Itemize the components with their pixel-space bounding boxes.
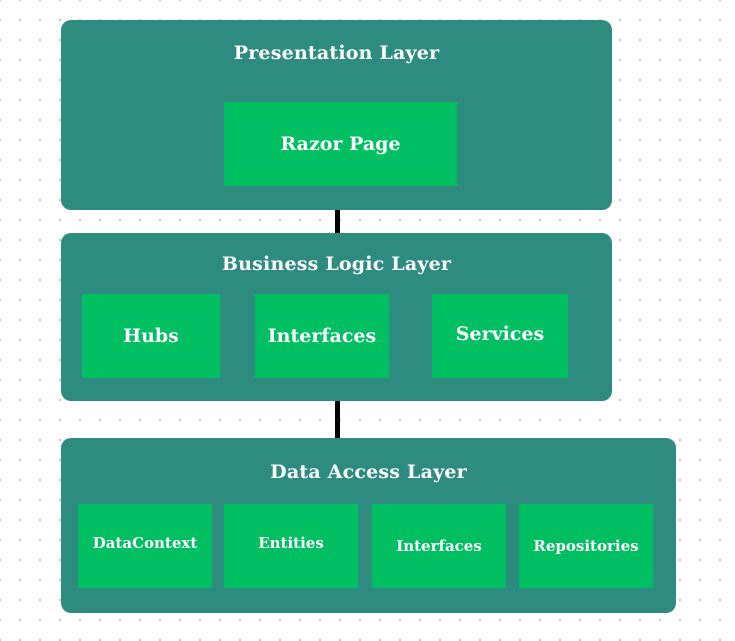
business-interfaces-box: Interfaces xyxy=(255,294,389,378)
entities-box: Entities xyxy=(224,504,358,588)
data-access-layer: Data Access Layer DataContext Entities I… xyxy=(61,438,676,613)
hubs-box: Hubs xyxy=(82,294,220,378)
repositories-box: Repositories xyxy=(519,504,653,588)
datacontext-box: DataContext xyxy=(78,504,212,588)
presentation-layer-title: Presentation Layer xyxy=(233,42,440,64)
data-access-layer-title: Data Access Layer xyxy=(270,461,467,483)
presentation-layer: Presentation Layer Razor Page xyxy=(61,20,612,210)
services-box: Services xyxy=(432,294,568,378)
business-logic-layer: Business Logic Layer Hubs Interfaces Ser… xyxy=(61,233,612,401)
razor-page-box: Razor Page xyxy=(224,102,457,186)
connector-presentation-business xyxy=(335,210,340,233)
connector-business-data xyxy=(335,401,340,438)
data-interfaces-box: Interfaces xyxy=(372,504,506,588)
business-logic-layer-title: Business Logic Layer xyxy=(221,253,452,275)
